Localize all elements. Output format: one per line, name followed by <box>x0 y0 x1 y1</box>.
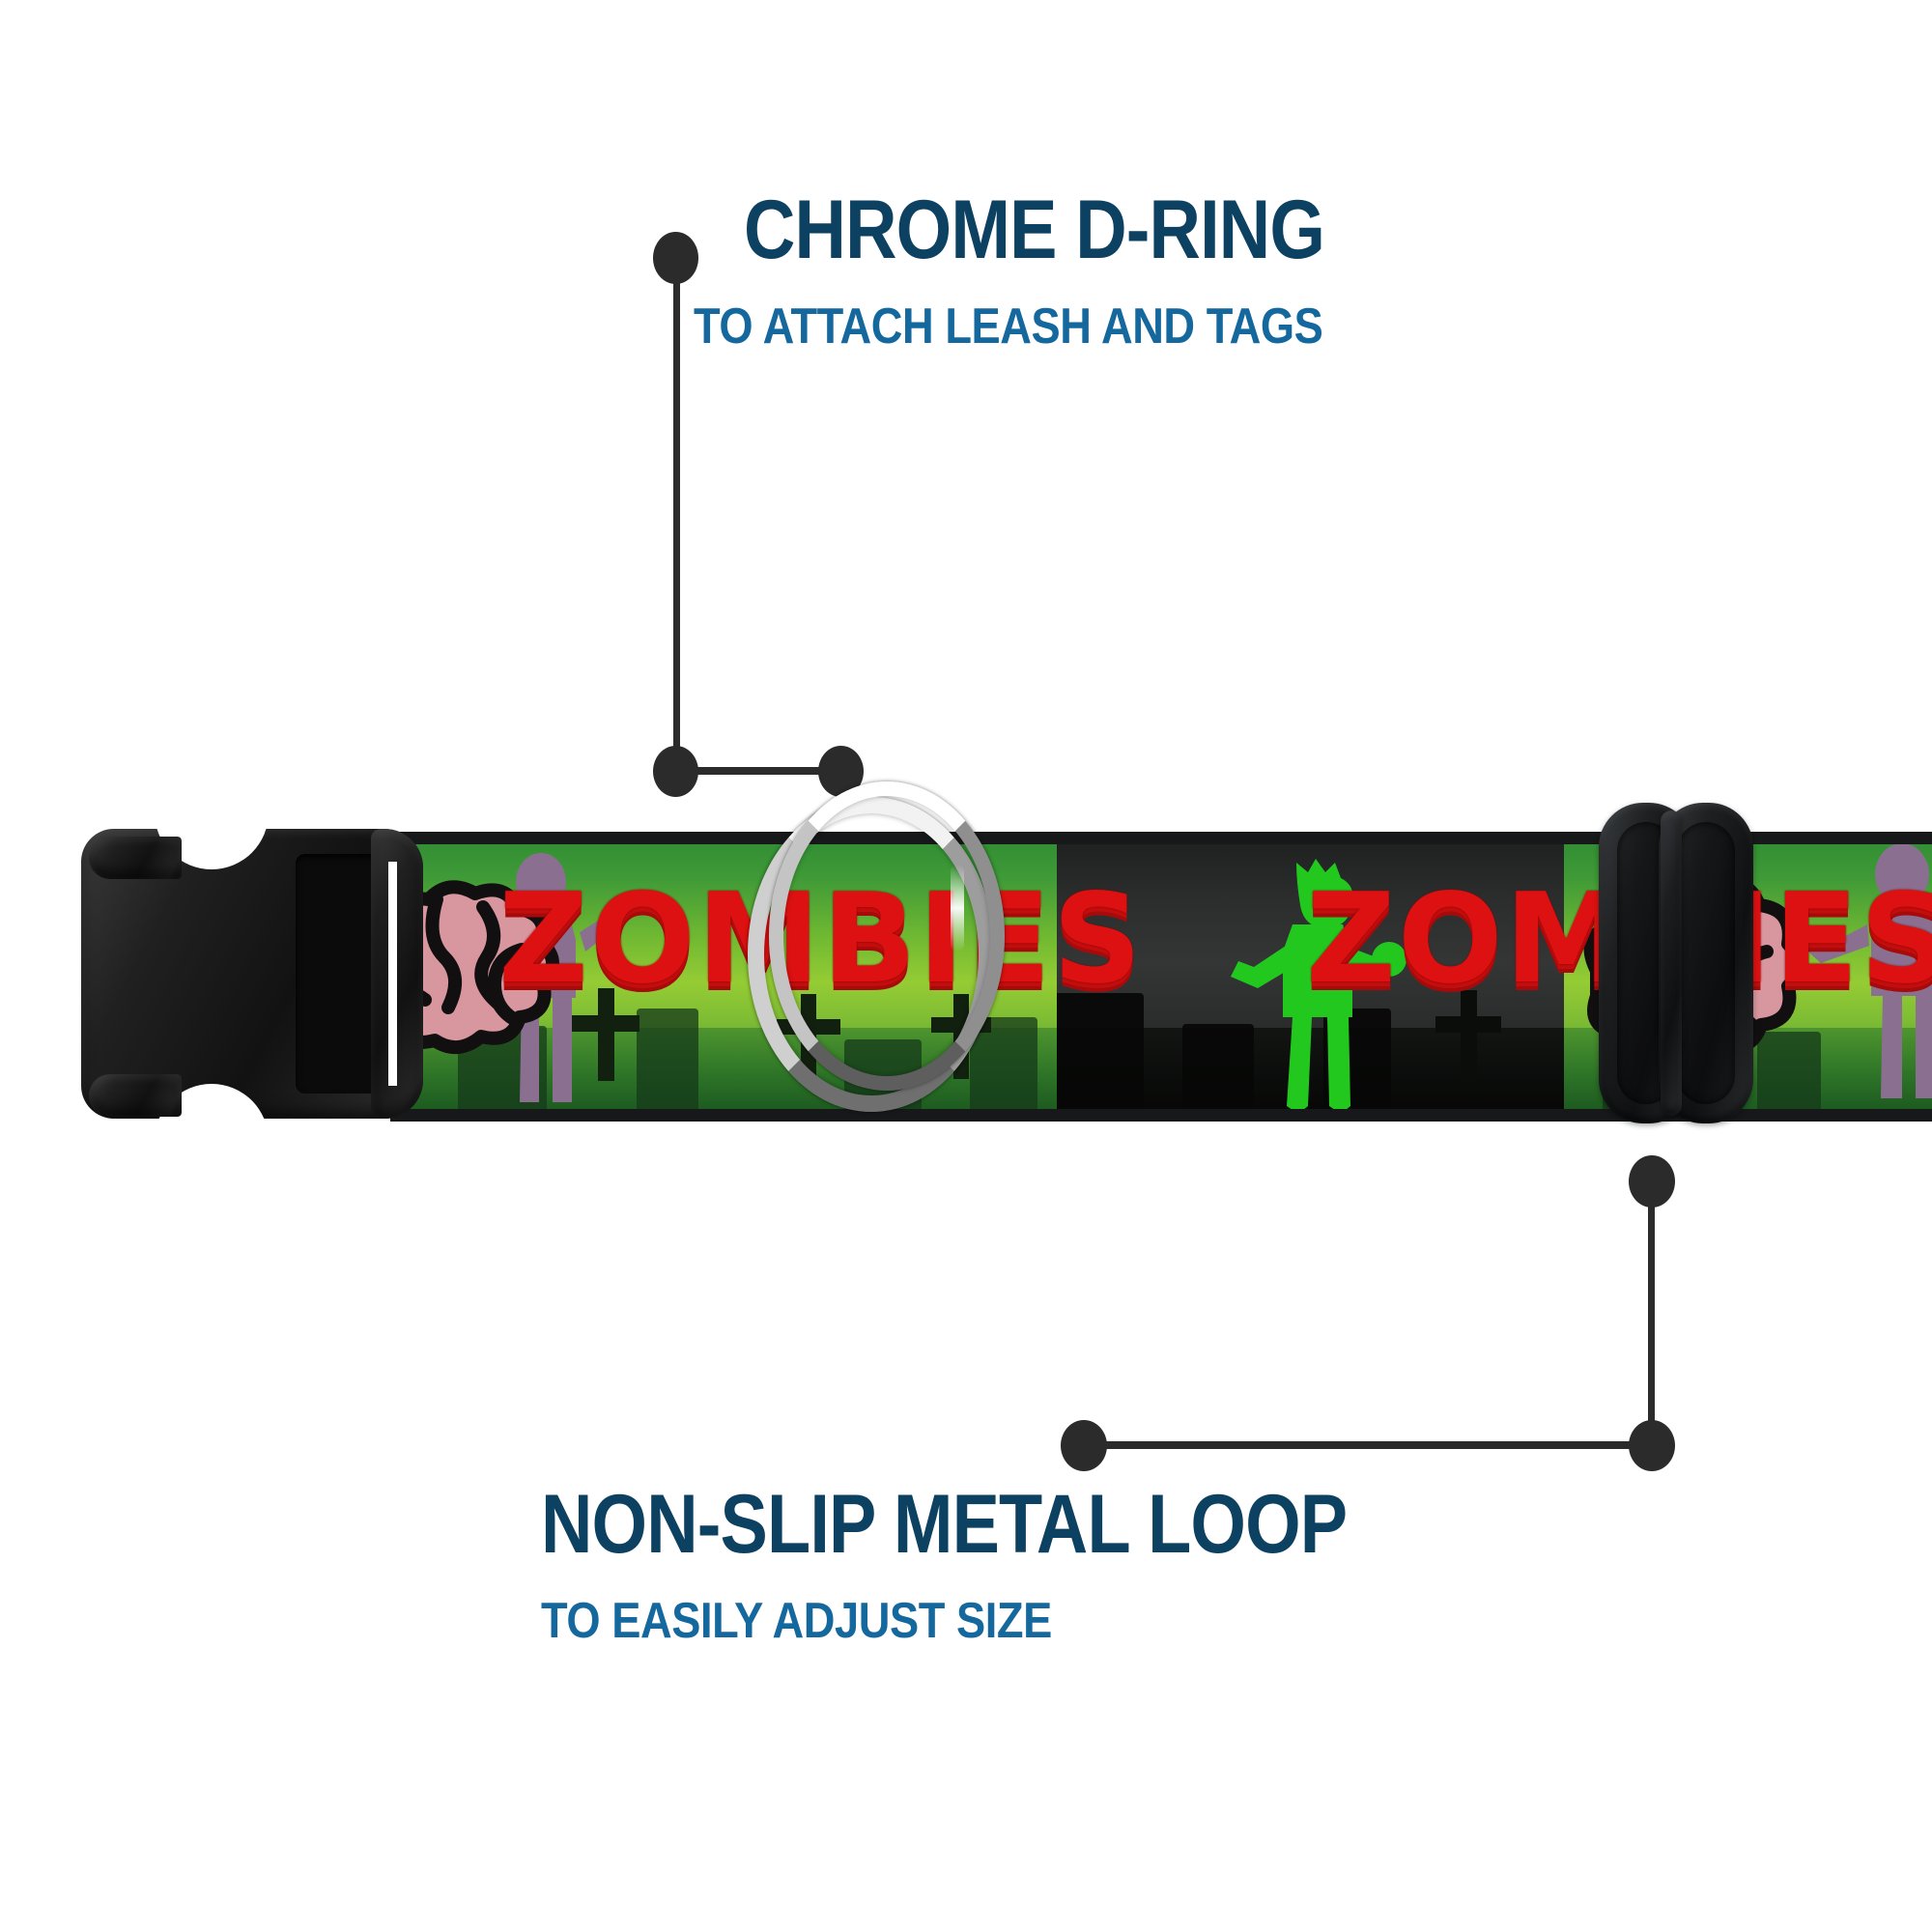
headstone <box>1182 1024 1254 1109</box>
side-release-buckle[interactable] <box>81 811 429 1142</box>
headstone <box>1057 993 1144 1109</box>
buckle-lip-lower <box>89 1074 182 1117</box>
callout-title-chrome-d-ring: CHROME D-RING <box>744 184 1325 276</box>
slide-loop-right-aperture <box>1677 822 1735 1104</box>
callout-subtitle-non-slip-metal-loop: TO EASILY ADJUST SIZE <box>541 1593 1052 1649</box>
brain-icon <box>390 880 559 1054</box>
headstone <box>637 1009 698 1109</box>
grave-cross-icon <box>572 988 639 1081</box>
buckle-entry-gap <box>388 862 397 1086</box>
leader-line-horizontal-bottom <box>1082 1441 1654 1449</box>
headstone <box>1757 1032 1821 1109</box>
callout-subtitle-chrome-d-ring: TO ATTACH LEASH AND TAGS <box>694 298 1323 355</box>
leader-line-horizontal-top <box>676 767 845 775</box>
grave-cross-icon <box>1435 990 1501 1081</box>
leader-line-vertical-bottom <box>1648 1184 1655 1443</box>
leader-dot-elbow-top <box>653 746 698 797</box>
zombie-silhouette-purple <box>1805 843 1932 1098</box>
leader-dot-bottom-anchor <box>1061 1420 1107 1471</box>
d-ring-inner <box>769 781 1005 1091</box>
slide-loop-center-post <box>1661 810 1682 1116</box>
zombie-figure-green <box>1231 859 1406 1114</box>
leader-line-vertical-top <box>673 263 680 775</box>
dog-collar: ZOMBIES ZOMBIES <box>0 781 1932 1142</box>
chrome-d-ring[interactable] <box>740 780 1005 1112</box>
callout-title-non-slip-metal-loop: NON-SLIP METAL LOOP <box>541 1478 1348 1571</box>
buckle-lip-upper <box>89 837 182 879</box>
pattern-panel-dark <box>1057 832 1564 1122</box>
d-ring-highlight <box>951 865 964 952</box>
slide-adjuster-loop[interactable] <box>1599 797 1771 1135</box>
buckle-right-wall <box>371 829 423 1119</box>
